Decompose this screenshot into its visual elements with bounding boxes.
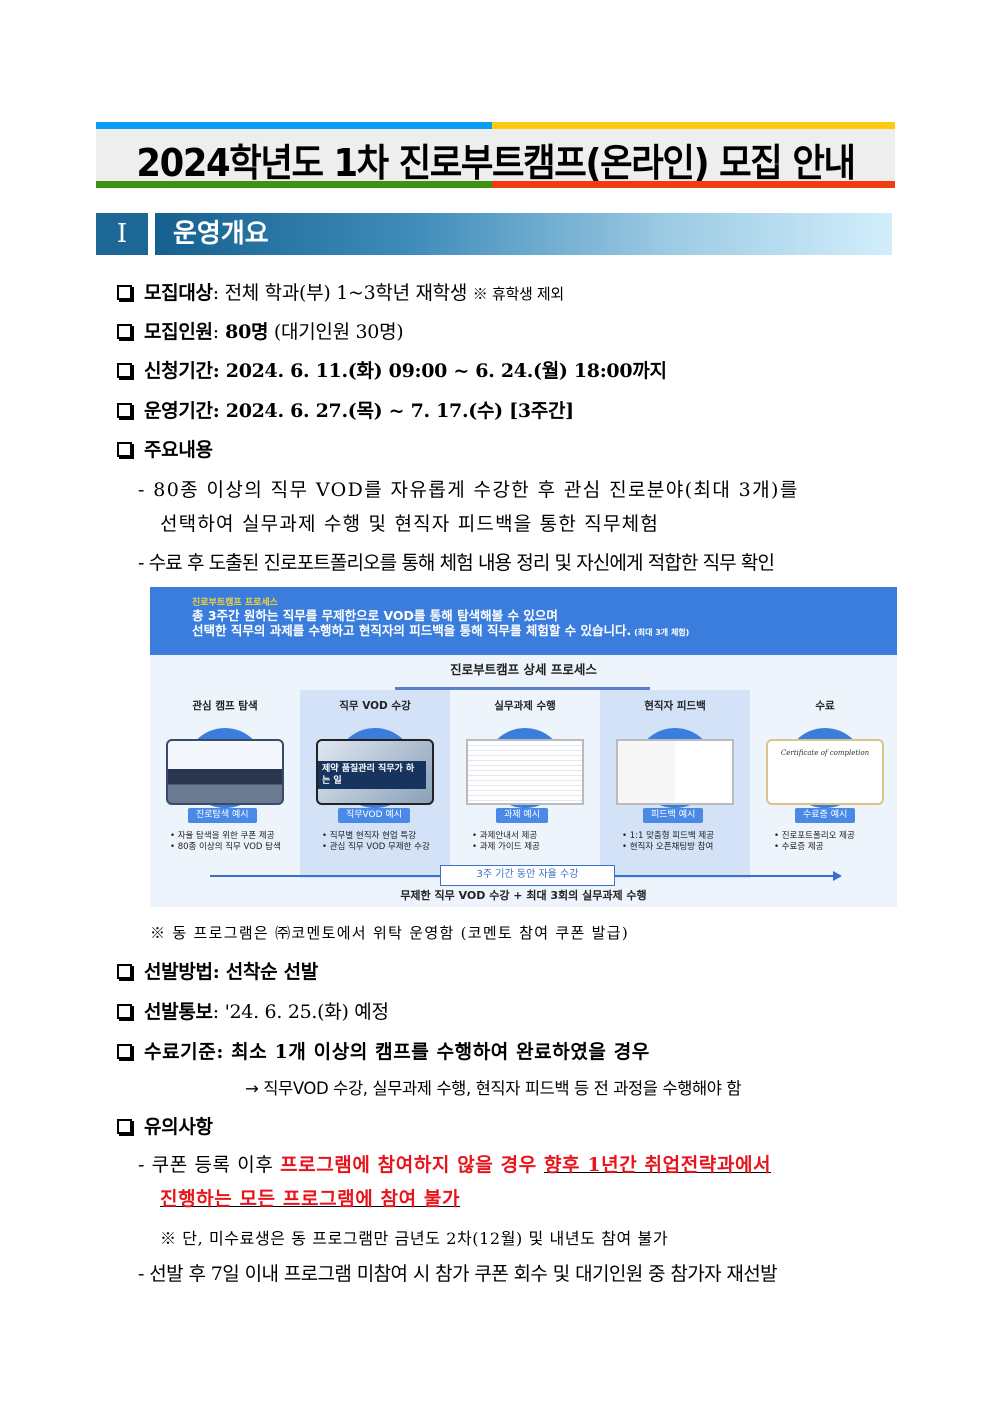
checkbox-bullet-icon <box>117 1044 132 1059</box>
caution-line-2: 진행하는 모든 프로그램에 참여 불가 <box>160 1188 461 1210</box>
step-bullets: • 진로포트폴리오 제공• 수료증 제공 <box>774 831 855 852</box>
step-badge: 직무VOD 예시 <box>338 808 410 823</box>
content-bullet-1-cont: 선택하여 실무과제 수행 및 현직자 피드백을 통한 직무체험 <box>160 513 659 535</box>
infographic-header: 진로부트캠프 프로세스 총 3주간 원하는 직무를 무제한으로 VOD를 통해 … <box>150 587 897 655</box>
explore-screenshot-image <box>166 739 284 805</box>
step-bullets: • 1:1 맞춤형 피드백 제공• 현직자 오픈채팅방 참여 <box>622 831 715 852</box>
item-quota: 모집인원: 80명 (대기인원 30명) <box>117 317 404 344</box>
item-operation-period: 운영기간: 2024. 6. 27.(목) ~ 7. 17.(수) [3주간] <box>117 396 574 423</box>
stripe-red <box>492 181 895 188</box>
step-badge: 과제 예시 <box>496 808 548 823</box>
checkbox-bullet-icon <box>117 442 132 457</box>
divider <box>395 687 650 690</box>
certificate-image: Certificate of completion <box>766 739 884 805</box>
section-number: Ⅰ <box>96 213 148 255</box>
checkbox-bullet-icon <box>117 964 132 979</box>
item-notice: 선발통보: '24. 6. 25.(화) 예정 <box>117 997 389 1024</box>
checkbox-bullet-icon <box>117 363 132 378</box>
feedback-screenshot-image <box>616 739 734 805</box>
program-note: ※ 동 프로그램은 ㈜코멘토에서 위탁 운영함 (코멘토 참여 쿠폰 발급) <box>150 924 630 942</box>
step-title: 직무 VOD 수강 <box>339 700 411 712</box>
stripe-green <box>96 181 492 188</box>
item-caution: 유의사항 <box>117 1112 213 1139</box>
vod-screenshot-image: 제약 품질관리 직무가 하는 일 <box>316 739 434 805</box>
item-apply-period: 신청기간: 2024. 6. 11.(화) 09:00 ~ 6. 24.(월) … <box>117 356 667 383</box>
completion-detail: → 직무VOD 수강, 실무과제 수행, 현직자 피드백 등 전 과정을 수행해… <box>245 1079 742 1098</box>
infographic-summary: 무제한 직무 VOD 수강 + 최대 3회의 실무과제 수행 <box>400 889 647 902</box>
page-title: 2024학년도 1차 진로부트캠프(온라인) 모집 안내 <box>136 141 856 185</box>
step-bullets: • 직무별 현직자 현업 특강• 관심 직무 VOD 무제한 수강 <box>322 831 430 852</box>
item-completion: 수료기준: 최소 1개 이상의 캠프를 수행하여 완료하였을 경우 <box>117 1037 650 1064</box>
item-method: 선발방법: 선착순 선발 <box>117 957 318 984</box>
checkbox-bullet-icon <box>117 285 132 300</box>
step-badge: 진로탐색 예시 <box>188 808 257 823</box>
checkbox-bullet-icon <box>117 403 132 418</box>
checkbox-bullet-icon <box>117 1119 132 1134</box>
section-title: 운영개요 <box>155 213 892 255</box>
step-bullets: • 자율 탐색을 위한 쿠폰 제공• 80종 이상의 직무 VOD 탐색 <box>170 831 281 852</box>
content-bullet-1: - 80종 이상의 직무 VOD를 자유롭게 수강한 후 관심 진로분야(최대 … <box>138 479 799 501</box>
stripe-blue <box>96 122 492 129</box>
step-title: 관심 캠프 탐색 <box>192 700 258 712</box>
caution-line-1: - 쿠폰 등록 이후 프로그램에 참여하지 않을 경우 향후 1년간 취업전략과… <box>138 1154 772 1176</box>
infographic-subtitle: 진로부트캠프 상세 프로세스 <box>450 662 597 677</box>
step-title: 실무과제 수행 <box>494 700 556 712</box>
stripe-yellow <box>492 122 895 129</box>
checkbox-bullet-icon <box>117 324 132 339</box>
step-title: 현직자 피드백 <box>644 700 706 712</box>
title-banner: 2024학년도 1차 진로부트캠프(온라인) 모집 안내 <box>96 122 895 188</box>
step-title: 수료 <box>815 700 835 712</box>
timeline-label: 3주 기간 동안 자율 수강 <box>440 865 615 886</box>
caution-line-3: - 선발 후 7일 이내 프로그램 미참여 시 참가 쿠폰 회수 및 대기인원 … <box>138 1263 778 1285</box>
caution-note: ※ 단, 미수료생은 동 프로그램만 금년도 2차(12월) 및 내년도 참여 … <box>160 1229 669 1248</box>
content-bullet-2: - 수료 후 도출된 진로포트폴리오를 통해 체험 내용 정리 및 자신에게 적… <box>138 552 775 574</box>
process-infographic: 진로부트캠프 프로세스 총 3주간 원하는 직무를 무제한으로 VOD를 통해 … <box>150 587 897 907</box>
step-badge: 수료증 예시 <box>795 808 856 823</box>
step-badge: 피드백 예시 <box>643 808 704 823</box>
arrow-head-icon <box>833 871 842 881</box>
assignment-screenshot-image <box>466 739 584 805</box>
checkbox-bullet-icon <box>117 1004 132 1019</box>
item-content: 주요내용 <box>117 435 213 462</box>
item-target: 모집대상: 전체 학과(부) 1~3학년 재학생 ※ 휴학생 제외 <box>117 278 564 305</box>
step-bullets: • 과제안내서 제공• 과제 가이드 제공 <box>472 831 540 852</box>
